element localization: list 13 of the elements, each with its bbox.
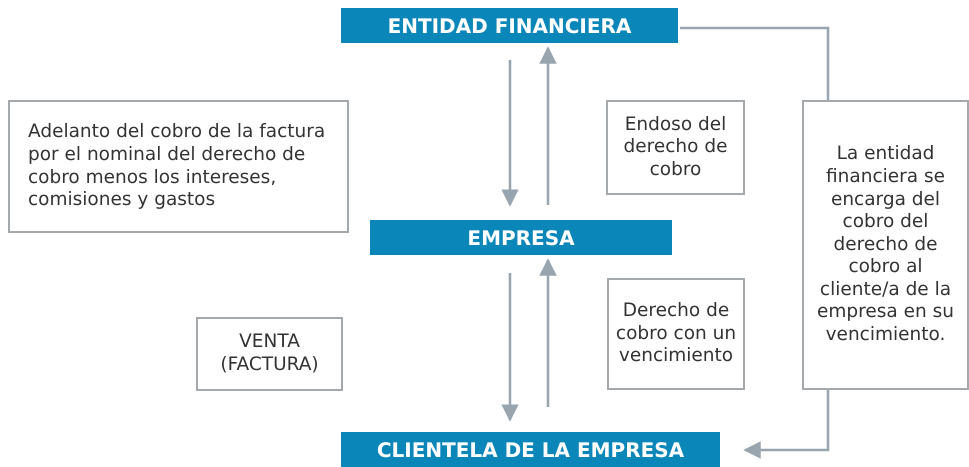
title-bar: ENTIDAD FINANCIERA — [341, 8, 678, 43]
arrow — [539, 46, 557, 205]
text-box: VENTA (FACTURA) — [196, 317, 343, 391]
arrow — [539, 258, 557, 407]
title-bar: CLIENTELA DE LA EMPRESA — [341, 432, 720, 467]
title-bar: EMPRESA — [370, 220, 672, 255]
text-box: Endoso del derecho de cobro — [606, 100, 745, 195]
arrow — [501, 273, 519, 422]
text-box: Adelanto del cobro de la factura por el nominal del derecho de cobro menos los intereses, comisiones y gastos — [8, 100, 349, 233]
arrow — [743, 390, 830, 459]
text-box: La entidad financiera se encarga del cobro del derecho de cobro al cliente/a de la empresa en su vencimiento. — [802, 100, 969, 390]
text-box: Derecho de cobro con un vencimiento — [607, 278, 745, 390]
arrow — [501, 60, 519, 207]
